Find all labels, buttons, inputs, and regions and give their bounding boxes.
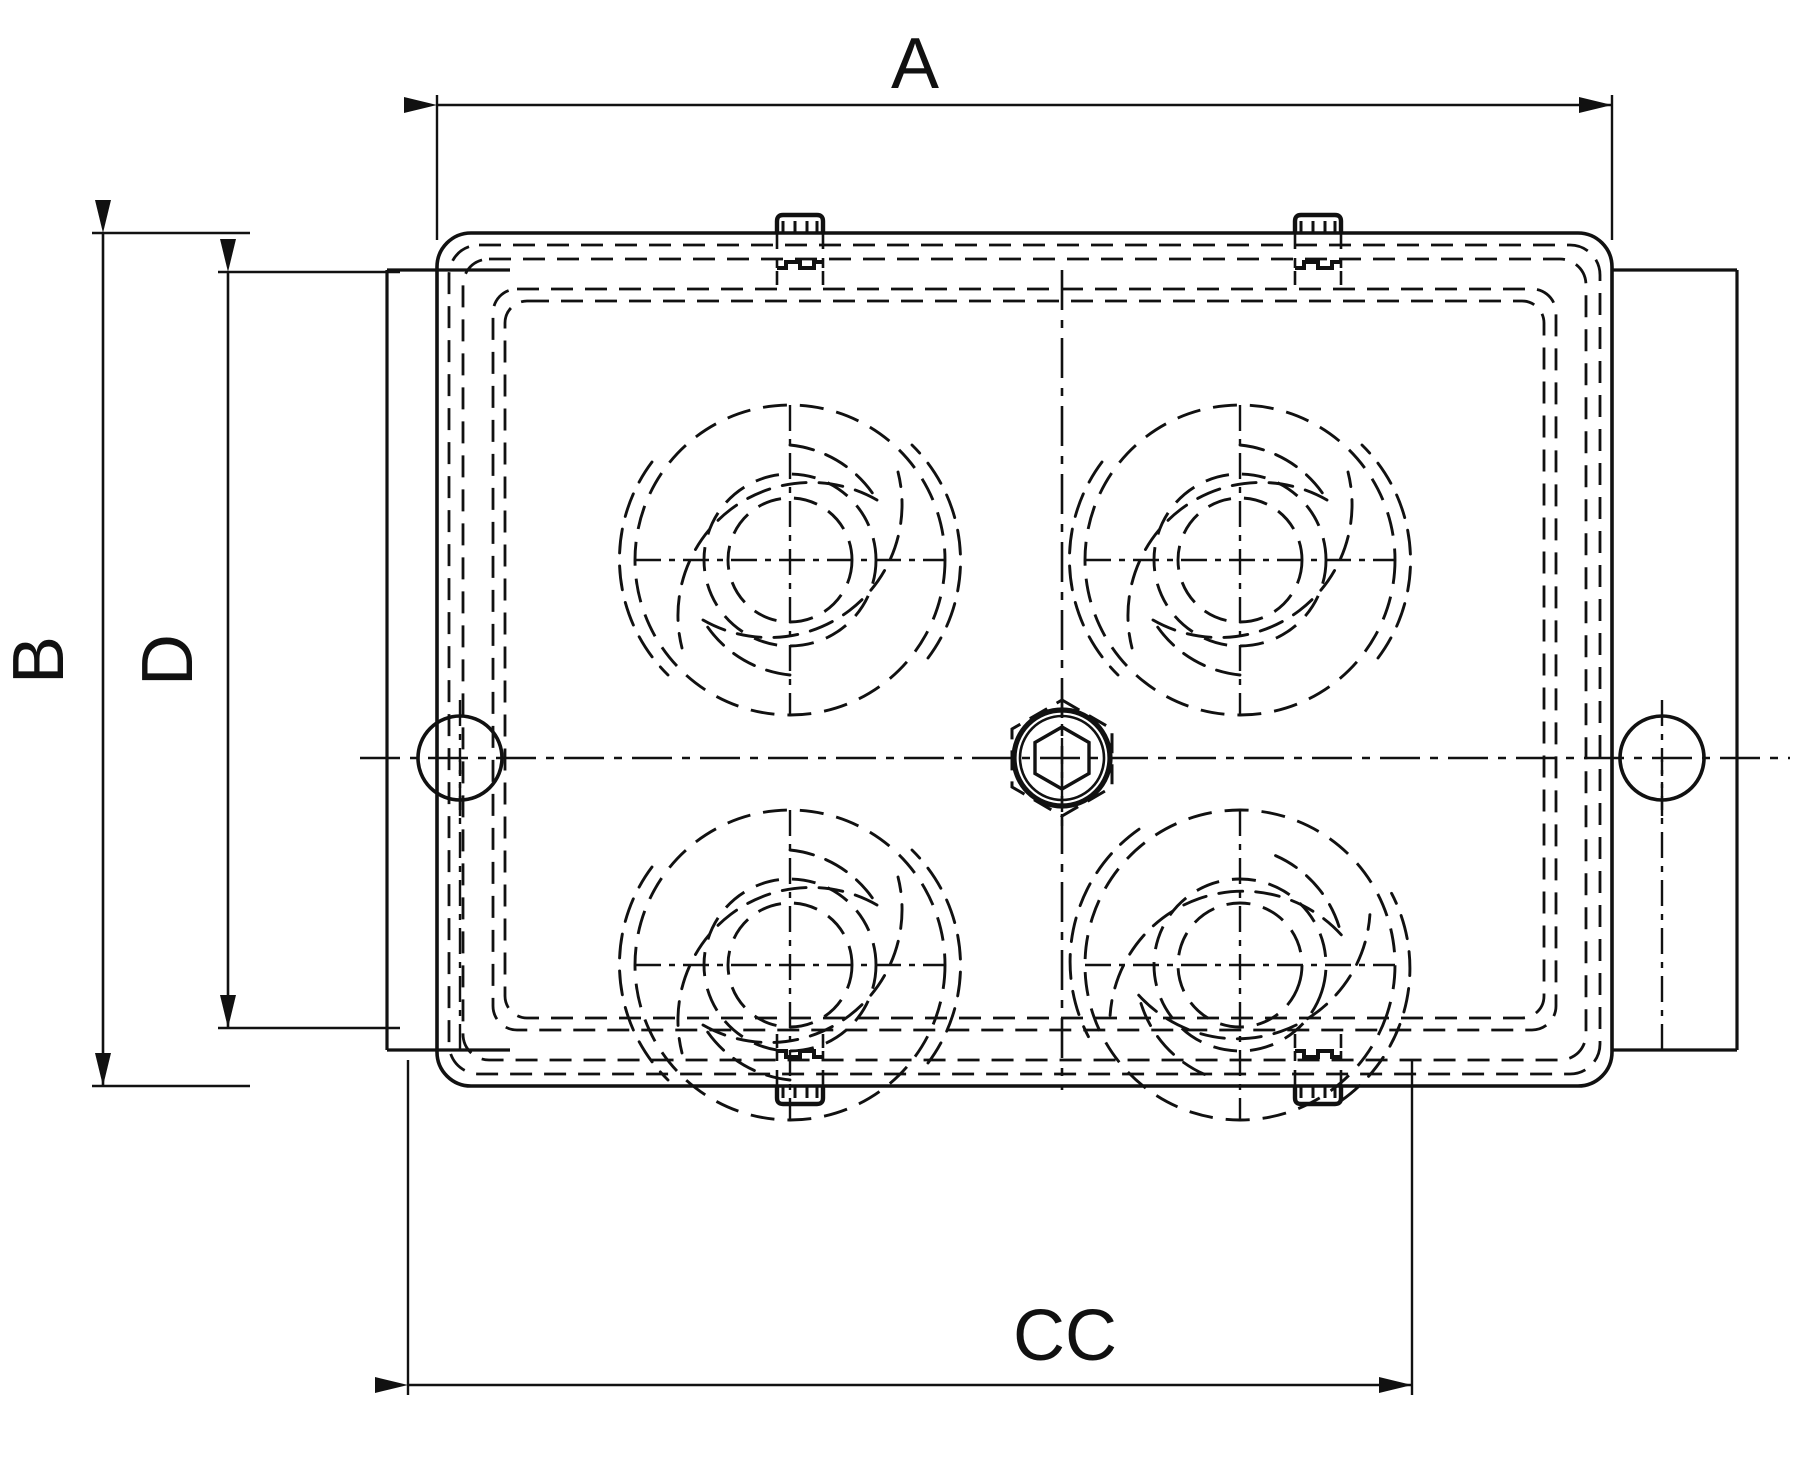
plate-hidden-outline-2 (461, 257, 1588, 1062)
burner-top-right (1068, 403, 1412, 717)
burner-bottom-right (1068, 808, 1412, 1122)
burner-top-left (618, 403, 962, 717)
dimension-B (92, 200, 250, 1088)
hex-bolt-hidden-outline (1010, 698, 1114, 818)
plate-hidden-outline-3 (491, 287, 1558, 1032)
clip-top-right (1292, 212, 1344, 285)
clip-bottom-right (1292, 1034, 1344, 1107)
dimension-label-B: B (0, 636, 79, 684)
dimension-label-D: D (128, 634, 208, 686)
dimension-A (404, 95, 1614, 240)
clip-bottom-left (774, 1034, 826, 1107)
plate-hidden-outline-4 (503, 299, 1546, 1020)
dimension-label-CC: CC (1013, 1296, 1117, 1376)
plate-centerlines (360, 270, 1790, 1090)
plate-hidden-outline-1 (447, 243, 1602, 1076)
dimension-D (218, 239, 400, 1030)
burner-bottom-left (618, 808, 962, 1122)
dimension-CC (375, 1060, 1414, 1395)
clip-top-left (774, 212, 826, 285)
dimension-label-A: A (891, 24, 939, 104)
center-hex-bolt (1010, 690, 1114, 826)
cooktop-plate-body (435, 231, 1614, 1088)
plate-outer-outline (435, 231, 1614, 1088)
mounting-ear-right (1612, 268, 1739, 1052)
